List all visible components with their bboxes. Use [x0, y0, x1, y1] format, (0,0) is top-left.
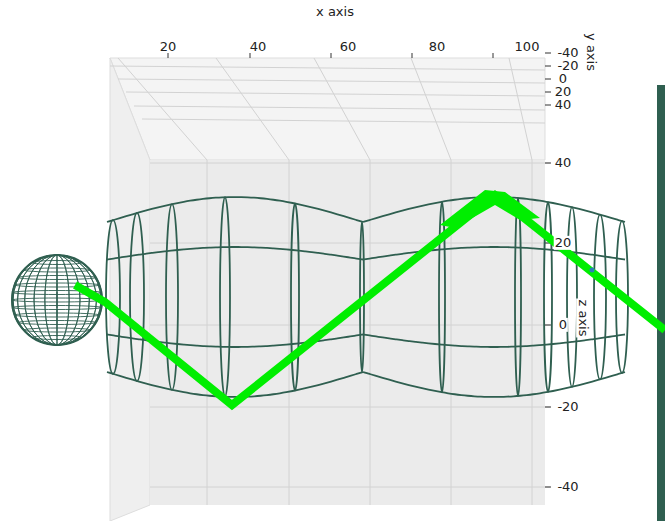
barrel-line [363, 372, 625, 397]
tick-label: 20 [554, 236, 573, 250]
sphere-parallel [23, 328, 90, 332]
sphere-parallel [23, 268, 90, 272]
grid-line [509, 58, 532, 160]
barrel-ring [594, 215, 606, 380]
barrel-ring [291, 203, 299, 390]
grid-line [150, 325, 550, 326]
sphere-parallel [18, 276, 96, 280]
sphere-outline [12, 255, 102, 345]
tick-label: 40 [555, 98, 572, 112]
wireframe [12, 53, 629, 487]
axis-title: y axis [584, 33, 598, 71]
grid-line [207, 160, 208, 505]
grid-line [216, 58, 289, 160]
sphere-parallel [15, 283, 100, 287]
barrel-line [107, 372, 363, 397]
tick-label: 60 [340, 40, 357, 54]
barrel-ring [515, 198, 521, 396]
axis-title: z axis [576, 298, 590, 337]
tick-mark [545, 325, 551, 326]
grid-line [289, 160, 290, 505]
grid-line [150, 163, 550, 164]
grid-line [150, 407, 550, 408]
tick-mark [545, 92, 551, 93]
tick-mark [545, 487, 551, 488]
barrel-line [363, 247, 625, 259]
grid-lines [110, 58, 550, 505]
barrel-ring [220, 197, 230, 397]
tick-mark [545, 105, 551, 106]
grid-line [142, 119, 545, 123]
tick-mark [493, 53, 494, 58]
grid-line [370, 160, 371, 505]
sphere-meridian [13, 255, 101, 345]
back-pane [150, 160, 545, 505]
sphere-meridian [18, 255, 97, 345]
tick-mark [412, 53, 413, 58]
barrel-ring [567, 207, 577, 387]
top-pane [110, 58, 545, 160]
barrel-line [107, 247, 363, 259]
left-pane [110, 58, 150, 521]
tick-label: -20 [556, 400, 579, 414]
tick-mark [331, 53, 332, 58]
grid-line [150, 243, 550, 244]
tick-mark [545, 53, 551, 54]
light-beam [75, 195, 665, 405]
grid-line [118, 58, 207, 160]
sphere-meridian [13, 255, 101, 345]
grid-line [532, 160, 533, 505]
barrel-ring [106, 220, 120, 374]
sphere-meridian [18, 255, 97, 345]
sphere-parallel [18, 321, 96, 325]
tick-label: 0 [558, 318, 568, 332]
sphere-meridian [12, 255, 103, 345]
tick-mark [545, 163, 551, 164]
tick-label: 20 [160, 40, 177, 54]
grid-line [118, 79, 545, 83]
sphere-meridian [57, 255, 58, 345]
tick-label: 100 [515, 40, 540, 54]
sphere-parallel [32, 261, 82, 265]
side-bar [657, 85, 665, 521]
sphere-parallel [15, 313, 100, 317]
tick-label: 40 [555, 156, 572, 170]
tick-mark [545, 79, 551, 80]
grid-line [451, 160, 452, 505]
tick-label: -40 [557, 480, 578, 494]
barrel-line [107, 197, 363, 222]
grid-line [150, 487, 550, 488]
barrel-ring [130, 213, 144, 381]
tick-mark [545, 66, 551, 67]
grid-line [134, 106, 545, 110]
barrel-ring [439, 202, 445, 393]
sphere [12, 255, 103, 345]
beam-spread [440, 190, 540, 228]
tick-mark [545, 407, 551, 408]
tick-label: 40 [250, 40, 267, 54]
grid-line [314, 58, 370, 160]
tick-label: 80 [429, 40, 446, 54]
marker-dot [590, 268, 595, 273]
grid-line [126, 92, 545, 96]
sphere-parallel [12, 298, 102, 302]
sphere-parallel [13, 306, 102, 310]
axis-title: x axis [316, 5, 354, 19]
sphere-parallel [32, 336, 82, 340]
grid-line [110, 66, 545, 70]
